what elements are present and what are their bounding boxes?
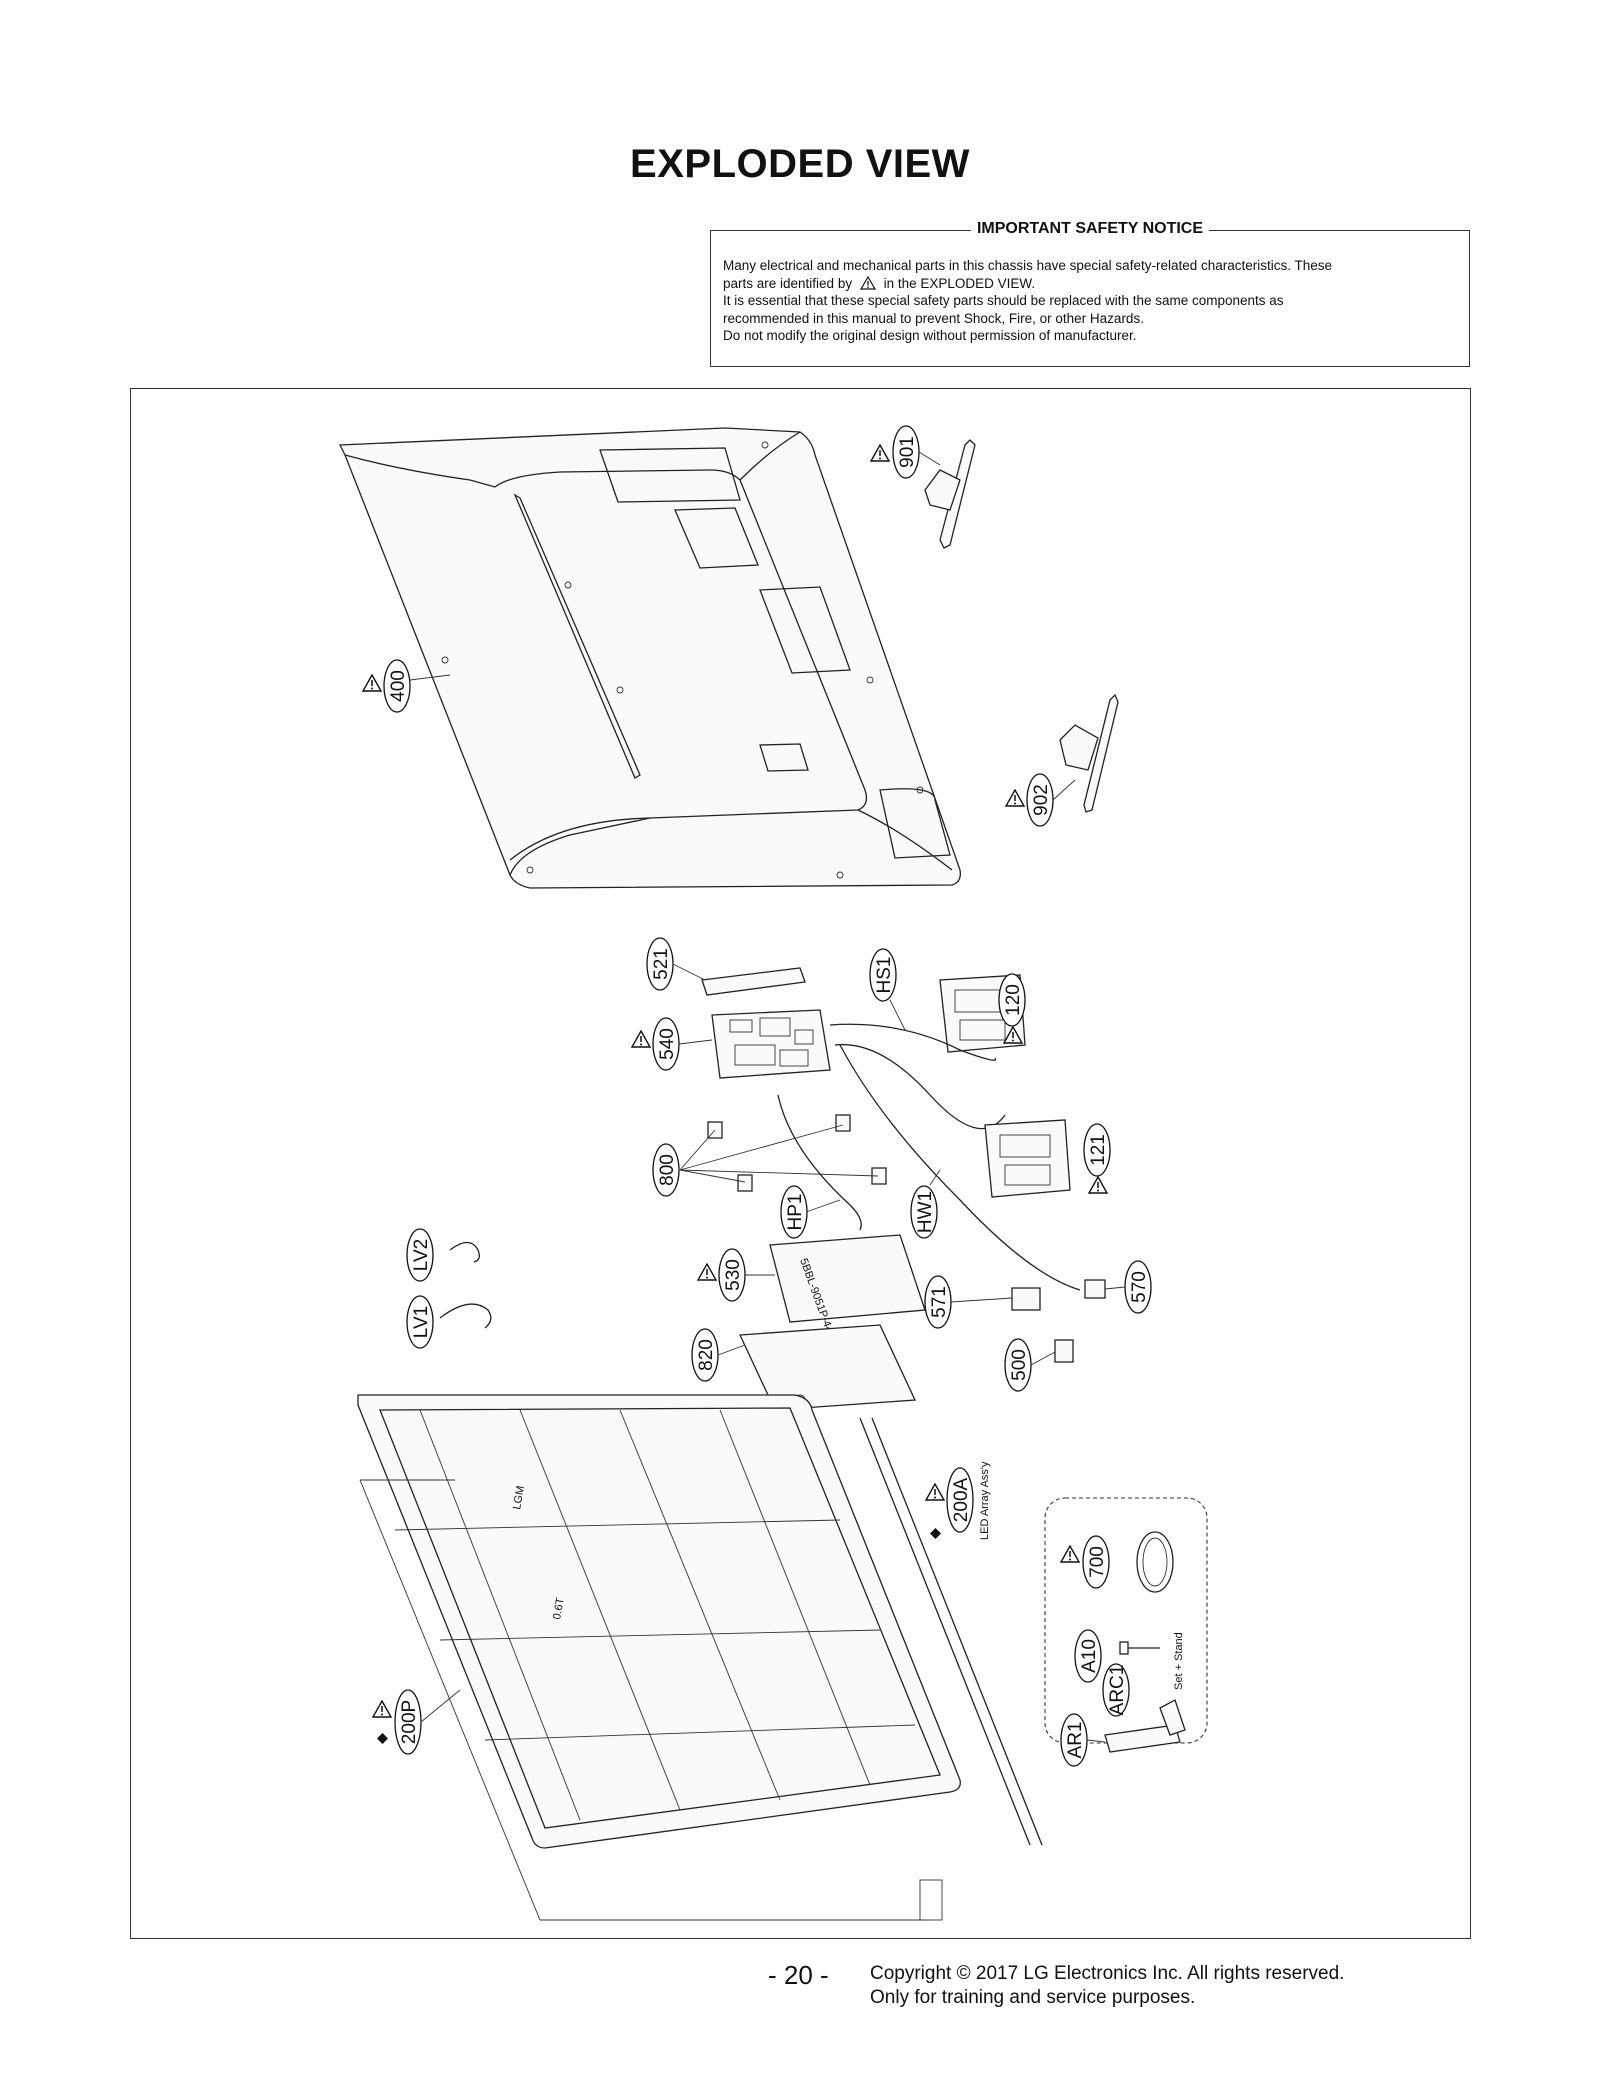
warning-triangle-icon bbox=[859, 275, 876, 290]
callout-521: 521 bbox=[646, 937, 706, 991]
copyright-line-1: Copyright © 2017 LG Electronics Inc. All… bbox=[870, 1963, 1345, 1984]
part-570-label: 570 bbox=[1129, 1271, 1150, 1303]
part-571 bbox=[1011, 1287, 1041, 1311]
callout-HP1: HP1 bbox=[780, 1185, 841, 1239]
part-530-label: 530 bbox=[723, 1259, 744, 1291]
set-stand-label: Set + Stand bbox=[1173, 1632, 1185, 1690]
page-title: EXPLODED VIEW bbox=[630, 142, 970, 186]
callout-400: 400 bbox=[362, 659, 451, 713]
callout-120: 120 bbox=[998, 973, 1026, 1044]
remote-cable-700 bbox=[1136, 1531, 1174, 1593]
copyright-line-2: Only for training and service purposes. bbox=[870, 1987, 1196, 2008]
panel-label-lgm: LGM bbox=[511, 1485, 527, 1511]
callout-800: 800 bbox=[652, 1143, 680, 1197]
safety-notice-title: IMPORTANT SAFETY NOTICE bbox=[970, 220, 1210, 237]
callout-121: 121 bbox=[1083, 1123, 1111, 1194]
safety-notice-body: Many electrical and mechanical parts in … bbox=[723, 257, 1457, 345]
part-521-label: 521 bbox=[651, 948, 672, 980]
part-ARC1-label: ARC1 bbox=[1107, 1665, 1128, 1716]
back-cover-400 bbox=[338, 427, 961, 889]
part-521-bracket bbox=[701, 967, 806, 996]
part-700-label: 700 bbox=[1087, 1546, 1108, 1578]
cable-LV1 bbox=[439, 1303, 492, 1329]
cable-LV2 bbox=[449, 1241, 480, 1263]
callout-HW1: HW1 bbox=[910, 1169, 941, 1239]
part-HS1-label: HS1 bbox=[874, 957, 895, 994]
speaker-121 bbox=[984, 1119, 1071, 1198]
callout-LV1: LV1 bbox=[406, 1295, 434, 1349]
part-902-label: 902 bbox=[1031, 784, 1052, 816]
part-LV2-label: LV2 bbox=[411, 1239, 432, 1271]
copyright-notice: Copyright © 2017 LG Electronics Inc. All… bbox=[870, 1962, 1344, 2010]
notice-line-3: It is essential that these special safet… bbox=[723, 293, 1284, 308]
exploded-view-frame bbox=[130, 388, 1471, 1939]
part-901-label: 901 bbox=[897, 436, 918, 468]
callout-530: 530 bbox=[697, 1248, 775, 1302]
safety-notice-box: IMPORTANT SAFETY NOTICE Many electrical … bbox=[710, 220, 1470, 367]
page-number: - 20 - bbox=[768, 1960, 829, 1990]
callout-570: 570 bbox=[1104, 1260, 1152, 1314]
part-500-label: 500 bbox=[1009, 1349, 1030, 1381]
part-AR1-label: AR1 bbox=[1065, 1722, 1086, 1759]
led-array-label: LED Array Ass'y bbox=[979, 1461, 991, 1540]
part-400-label: 400 bbox=[388, 670, 409, 702]
callout-902: 902 bbox=[1005, 773, 1076, 827]
part-540-label: 540 bbox=[657, 1028, 678, 1060]
part-200A-label: 200A bbox=[951, 1477, 972, 1522]
part-820-label: 820 bbox=[696, 1339, 717, 1371]
part-A10-label: A10 bbox=[1079, 1639, 1100, 1673]
harness-HP1 bbox=[777, 1094, 862, 1231]
callout-200P: 200P bbox=[372, 1689, 461, 1755]
callout-A10: A10 Set + Stand bbox=[1074, 1629, 1185, 1690]
part-HP1-label: HP1 bbox=[785, 1194, 806, 1231]
callout-HS1: HS1 bbox=[869, 948, 906, 1031]
stand-901 bbox=[924, 439, 976, 549]
notice-line-2: parts are identified by in the EXPLODED … bbox=[723, 275, 1457, 293]
part-800-label: 800 bbox=[657, 1154, 678, 1186]
panel-label-thickness: 0.6T bbox=[551, 1596, 567, 1620]
callout-820: 820 bbox=[691, 1328, 746, 1382]
part-121-label: 121 bbox=[1088, 1134, 1109, 1166]
main-board-540 bbox=[711, 1009, 831, 1079]
led-array-200A bbox=[859, 1417, 1043, 1846]
callout-AR1: AR1 bbox=[1060, 1713, 1106, 1767]
part-200P-label: 200P bbox=[399, 1700, 420, 1744]
callout-LV2: LV2 bbox=[406, 1228, 434, 1282]
notice-line-2-pre: parts are identified by bbox=[723, 275, 853, 291]
notice-line-4: recommended in this manual to prevent Sh… bbox=[723, 310, 1144, 326]
remote-control-ARC1 bbox=[1104, 1699, 1186, 1753]
callout-700: 700 bbox=[1060, 1535, 1110, 1589]
part-HW1-label: HW1 bbox=[915, 1191, 936, 1233]
callout-901: 901 bbox=[870, 425, 941, 479]
part-500 bbox=[1054, 1339, 1074, 1363]
stand-902 bbox=[1059, 693, 1119, 813]
harness-HW1 bbox=[839, 1044, 1081, 1291]
panel-module-200P: LGM 0.6T bbox=[357, 1394, 961, 1921]
part-LV1-label: LV1 bbox=[411, 1306, 432, 1338]
notice-line-1: Many electrical and mechanical parts in … bbox=[723, 258, 1333, 273]
callout-500: 500 bbox=[1004, 1338, 1056, 1392]
notice-line-2-post: in the EXPLODED VIEW. bbox=[883, 275, 1036, 291]
part-571-label: 571 bbox=[929, 1286, 950, 1318]
notice-line-5: Do not modify the original design withou… bbox=[723, 328, 1137, 343]
callout-ARC1: ARC1 bbox=[1102, 1663, 1130, 1717]
screws-800 bbox=[679, 1114, 887, 1192]
callout-200A: 200A LED Array Ass'y bbox=[925, 1461, 991, 1540]
screw-A10 bbox=[1119, 1641, 1160, 1655]
part-120-label: 120 bbox=[1003, 984, 1024, 1016]
callout-540: 540 bbox=[631, 1017, 713, 1071]
part-570 bbox=[1084, 1279, 1106, 1299]
callout-571: 571 bbox=[924, 1275, 1013, 1329]
